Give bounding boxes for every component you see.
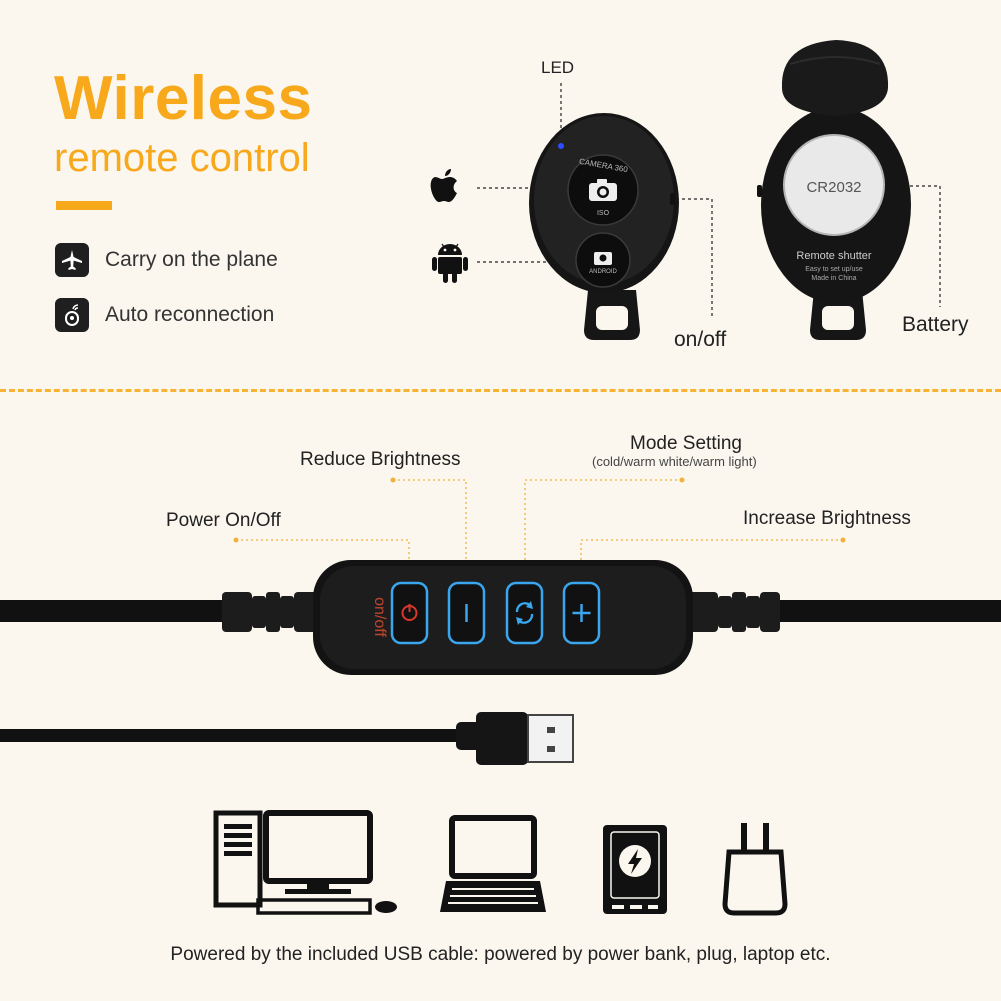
reduce-button <box>447 581 486 645</box>
android-icon <box>432 243 468 283</box>
back-title-text: Remote shutter <box>796 250 872 262</box>
led-label: LED <box>541 58 575 77</box>
power-sources <box>213 810 788 916</box>
subheadline: remote control <box>54 136 310 180</box>
feature-row-reconnect: Auto reconnection <box>55 298 274 332</box>
accent-bar <box>56 201 112 210</box>
feature-label: Auto reconnection <box>105 303 275 326</box>
mode-button <box>505 581 544 645</box>
back-line2-text: Made in China <box>811 275 856 282</box>
battery-label: Battery <box>902 313 969 336</box>
battery-model-text: CR2032 <box>806 179 861 196</box>
section-divider <box>0 389 1001 392</box>
wall-plug-icon <box>722 823 788 916</box>
laptop-icon <box>440 815 546 912</box>
airplane-icon <box>55 243 89 277</box>
android-text: ANDROID <box>589 269 617 275</box>
footer-caption: Powered by the included USB cable: power… <box>170 944 831 965</box>
increase-button <box>562 581 601 645</box>
desktop-computer-icon <box>213 810 397 915</box>
feature-row-plane: Carry on the plane <box>55 243 278 277</box>
power-bank-icon <box>603 825 667 914</box>
power-label: Power On/Off <box>166 510 281 531</box>
remote-illustration: CAMERA 360 ISO ANDROID CR2032 Remote shu… <box>430 40 941 340</box>
reconnect-icon <box>55 298 89 332</box>
remote-front: CAMERA 360 ISO ANDROID <box>529 113 679 340</box>
power-button <box>390 581 429 645</box>
usb-plug <box>0 712 574 765</box>
remote-back: CR2032 Remote shutter Easy to set up/use… <box>757 40 911 340</box>
iso-text: ISO <box>597 210 610 217</box>
increase-label: Increase Brightness <box>743 508 911 529</box>
printed-onoff-text: on/off <box>371 597 388 637</box>
mode-sublabel: (cold/warm white/warm light) <box>592 454 757 469</box>
feature-label: Carry on the plane <box>105 248 278 271</box>
back-line1-text: Easy to set up/use <box>805 266 863 273</box>
headline: Wireless <box>54 64 313 133</box>
mode-label: Mode Setting <box>630 433 742 454</box>
apple-icon <box>430 169 457 202</box>
onoff-label: on/off <box>674 328 727 351</box>
reduce-label: Reduce Brightness <box>300 449 461 470</box>
controller-illustration: on/off <box>0 477 1001 765</box>
